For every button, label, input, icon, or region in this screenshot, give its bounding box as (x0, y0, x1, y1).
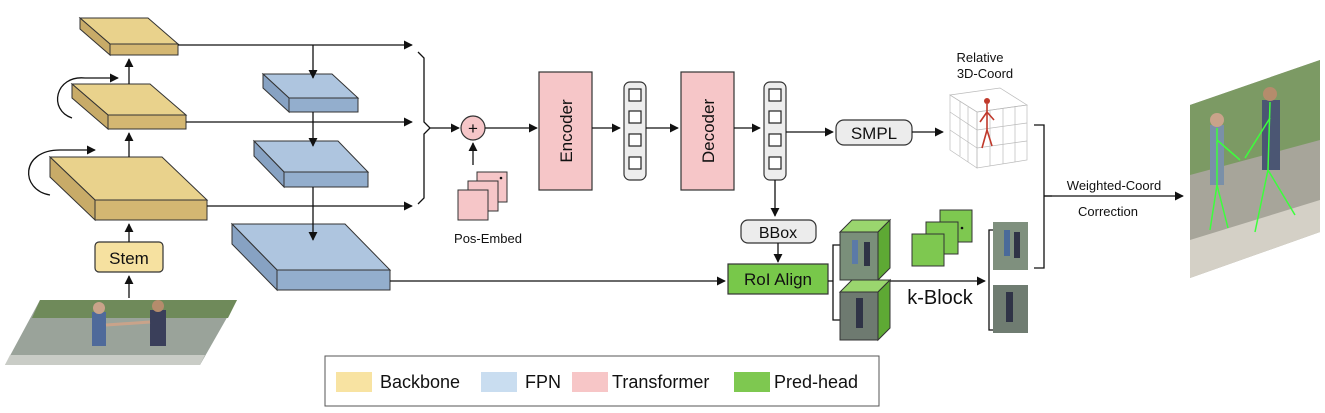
svg-text:Transformer: Transformer (612, 372, 709, 392)
crop-cube-2 (838, 278, 892, 342)
token-column-2 (763, 81, 787, 181)
bbox-label: BBox (759, 225, 797, 242)
roi-align-box (727, 263, 829, 295)
fpn-block-1 (261, 72, 360, 114)
fpn-block-2 (252, 139, 370, 189)
legend-item-fpn: FPN (481, 372, 561, 392)
decoder-box (680, 71, 735, 191)
pos-embed-stack (457, 171, 508, 221)
backbone-block-bottom (48, 155, 209, 222)
backbone-block-top (78, 16, 180, 57)
output-crop-2 (993, 285, 1028, 333)
k-block-stack (911, 209, 973, 267)
svg-text:FPN: FPN (525, 372, 561, 392)
roi-align-label: RoI Align (744, 270, 812, 289)
decoder-label: Decoder (699, 99, 718, 164)
svg-text:Backbone: Backbone (380, 372, 460, 392)
weighted-label-line2: Correction (1078, 204, 1138, 219)
stem-label: Stem (109, 249, 149, 268)
input-image (5, 300, 237, 365)
fpn-block-3 (230, 222, 392, 292)
weighted-label-line1: Weighted-Coord (1067, 178, 1161, 193)
token-column-1 (623, 81, 647, 181)
legend-item-pred-head: Pred-head (734, 372, 858, 392)
legend-item-backbone: Backbone (336, 372, 460, 392)
plus-symbol: + (468, 119, 478, 138)
encoder-box (538, 71, 593, 191)
crop-cube-1 (838, 218, 892, 282)
output-image (1190, 60, 1320, 278)
legend-item-transformer: Transformer (572, 372, 709, 392)
relative-label-line1: Relative (957, 50, 1004, 65)
smpl-label: SMPL (851, 124, 897, 143)
svg-text:Pred-head: Pred-head (774, 372, 858, 392)
encoder-label: Encoder (557, 99, 576, 163)
relative-label-line2: 3D-Coord (957, 66, 1013, 81)
backbone-block-mid (70, 82, 188, 131)
pos-embed-label: Pos-Embed (454, 231, 522, 246)
skeleton-figure (979, 104, 995, 149)
output-crop-1 (993, 222, 1028, 270)
k-block-label: k-Block (907, 287, 974, 309)
